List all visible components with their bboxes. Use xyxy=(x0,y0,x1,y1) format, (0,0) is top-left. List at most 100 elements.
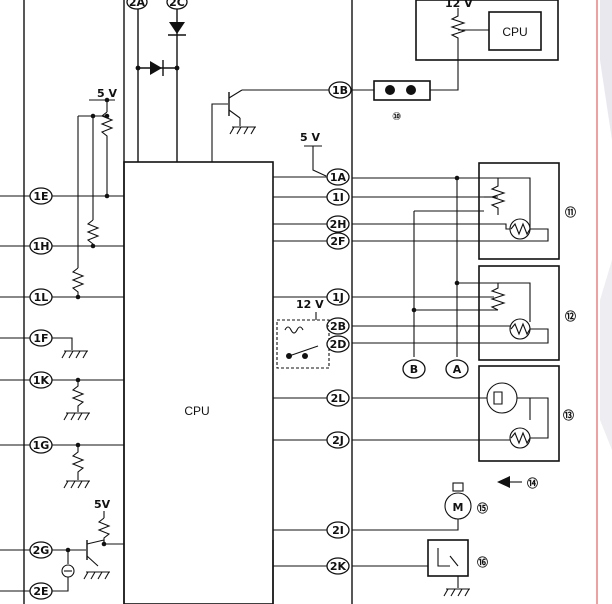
resistor xyxy=(86,219,100,245)
ground-icon xyxy=(229,126,256,135)
motor-coil xyxy=(510,431,531,445)
terminal-1b xyxy=(328,81,352,99)
potentiometer xyxy=(490,283,506,311)
terminal-2a xyxy=(126,0,148,10)
terminal-label: 1L xyxy=(34,291,49,304)
ground-icon xyxy=(63,412,90,421)
wire xyxy=(312,146,327,177)
voltage-5v-lower: 5V xyxy=(94,498,111,511)
node-a xyxy=(445,359,469,379)
junction-dot xyxy=(75,294,81,300)
terminal-label: 2C xyxy=(169,0,185,9)
page-edge-shadow xyxy=(600,0,612,140)
terminal-2g xyxy=(29,541,53,559)
terminal-2d xyxy=(326,335,350,353)
component-16-label: ⑯ xyxy=(477,555,488,569)
diode-icon xyxy=(169,22,185,34)
terminal-1e xyxy=(29,187,53,205)
terminal-label: 2H xyxy=(330,218,347,231)
small-cpu-box xyxy=(415,0,559,61)
resistor xyxy=(71,445,85,480)
wire-2d xyxy=(352,328,549,344)
transistor-emitter xyxy=(228,109,241,119)
component-11-label: ⑪ xyxy=(565,205,576,219)
clutch-core xyxy=(493,391,503,405)
terminal-1k xyxy=(29,371,53,389)
relay-box xyxy=(276,319,330,369)
terminal-label: 1F xyxy=(33,332,48,345)
connector-pin xyxy=(406,85,416,95)
component-10-label: ⑩ xyxy=(392,110,401,123)
terminal-label: 1A xyxy=(330,171,347,184)
wire-2h xyxy=(352,223,510,230)
terminal-label: 1J xyxy=(332,291,344,304)
small-cpu-chip xyxy=(488,11,542,51)
component-15-label: ⑮ xyxy=(477,501,488,515)
wire xyxy=(211,103,228,162)
sensor-box-13 xyxy=(478,365,560,462)
terminal-1g xyxy=(29,436,53,454)
wire-to-connector-10 xyxy=(430,44,459,91)
sensor-box-11 xyxy=(478,162,560,260)
junction-dot xyxy=(104,113,110,119)
junction-dot xyxy=(174,65,180,71)
relay-coil xyxy=(284,326,304,334)
terminal-label: 1I xyxy=(332,191,344,204)
terminal-label: 2E xyxy=(33,585,48,598)
arrow-icon xyxy=(497,476,510,488)
transistor-collector xyxy=(86,539,105,545)
terminal-1l xyxy=(29,288,53,306)
wire-2f xyxy=(352,228,549,242)
switch-box-16 xyxy=(427,539,469,577)
relay-contact xyxy=(302,353,308,359)
motor-icon xyxy=(509,318,531,340)
component-12-label: ⑫ xyxy=(565,309,576,323)
terminal-label: 1B xyxy=(332,84,348,97)
transistor-collector xyxy=(228,89,243,99)
wire-2e xyxy=(52,577,69,592)
terminal-label: 2G xyxy=(33,544,50,557)
wire xyxy=(498,282,531,322)
switch-contact xyxy=(437,548,450,567)
terminal-label: 2K xyxy=(330,560,347,573)
component-13-label: ⑬ xyxy=(563,408,574,422)
node-label: A xyxy=(453,363,462,376)
terminal-label: 2F xyxy=(330,235,345,248)
resistor xyxy=(97,517,111,544)
resistor xyxy=(71,267,85,297)
node-b xyxy=(402,359,426,379)
page-edge-shadow xyxy=(600,260,612,450)
terminal-label: 2B xyxy=(330,320,346,333)
wire-1f xyxy=(52,337,73,350)
voltage-5v-left: 5 V xyxy=(97,87,117,100)
wire xyxy=(530,397,549,439)
ground-icon xyxy=(61,350,88,359)
voltage-12v-top: 12 V xyxy=(445,0,473,10)
motor-icon xyxy=(509,218,531,240)
voltage-5v-mid: 5 V xyxy=(300,131,320,144)
component-14-label: ⑭ xyxy=(527,476,538,490)
motor-icon xyxy=(509,427,531,449)
wire-2i xyxy=(352,519,459,531)
terminal-label: 1E xyxy=(33,190,48,203)
terminal-1f xyxy=(29,329,53,347)
motor-letter: M xyxy=(453,501,464,514)
resistor xyxy=(100,111,114,142)
terminal-label: 2I xyxy=(332,524,344,537)
junction-dot xyxy=(454,175,460,181)
switch-lever xyxy=(449,555,459,567)
diode-icon xyxy=(150,61,162,75)
junction-dot xyxy=(135,65,141,71)
connector-pin xyxy=(385,85,395,95)
main-cpu-label: CPU xyxy=(184,404,209,418)
relay-switch xyxy=(288,345,319,357)
connector-10 xyxy=(373,80,431,101)
node-label: B xyxy=(410,363,418,376)
small-cpu-label: CPU xyxy=(502,25,527,39)
junction-dot xyxy=(104,97,110,103)
motor-coil xyxy=(510,322,531,336)
terminal-label: 1H xyxy=(33,240,50,253)
pullup-resistor xyxy=(450,8,466,44)
